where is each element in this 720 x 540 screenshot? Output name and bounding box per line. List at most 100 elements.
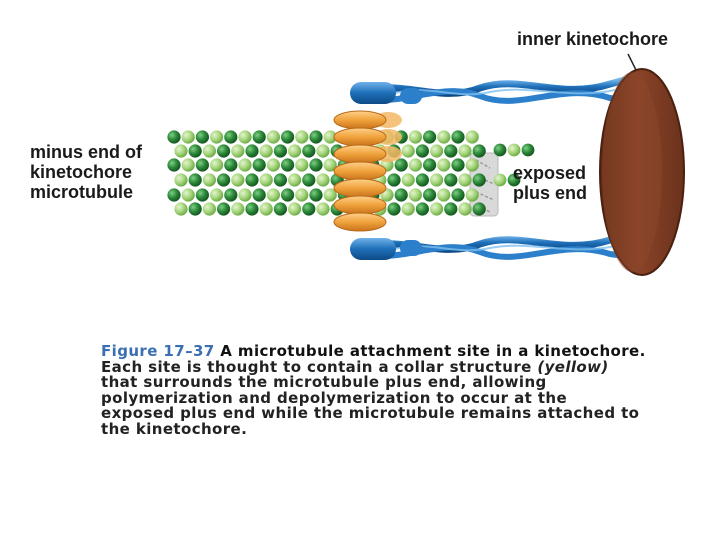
tubulin-subunit bbox=[224, 158, 238, 172]
tubulin-subunit bbox=[387, 173, 401, 187]
tubulin-subunit bbox=[309, 130, 323, 144]
tubulin-subunit bbox=[174, 202, 188, 216]
plus-end-label: exposed plus end bbox=[513, 163, 587, 203]
tubulin-subunit bbox=[423, 158, 437, 172]
tubulin-subunit bbox=[266, 188, 280, 202]
tubulin-subunit bbox=[472, 173, 486, 187]
tubulin-subunit bbox=[259, 173, 273, 187]
tubulin-subunit bbox=[281, 188, 295, 202]
tubulin-subunit bbox=[174, 144, 188, 158]
tubulin-subunit bbox=[252, 158, 266, 172]
tubulin-subunit bbox=[174, 173, 188, 187]
inner-kinetochore-label: inner kinetochore bbox=[517, 29, 669, 49]
tubulin-subunit bbox=[259, 144, 273, 158]
figure-number: Figure 17–37 bbox=[101, 342, 215, 360]
collar-structure bbox=[333, 110, 402, 232]
tubulin-subunit bbox=[181, 188, 195, 202]
tubulin-subunit bbox=[437, 130, 451, 144]
linker-anchors bbox=[350, 82, 422, 260]
minus-end-label-line-3: microtubule bbox=[30, 182, 134, 202]
tubulin-subunit bbox=[415, 144, 429, 158]
tubulin-subunit bbox=[167, 188, 181, 202]
collar-ring bbox=[333, 178, 387, 198]
tubulin-subunit bbox=[259, 202, 273, 216]
tubulin-subunit bbox=[195, 130, 209, 144]
tubulin-subunit bbox=[238, 188, 252, 202]
upper-linker-fibrils bbox=[356, 76, 629, 104]
tubulin-subunit bbox=[245, 202, 259, 216]
tubulin-subunit bbox=[245, 144, 259, 158]
tubulin-subunit bbox=[465, 188, 479, 202]
tubulin-subunit bbox=[394, 158, 408, 172]
tubulin-subunit bbox=[507, 143, 521, 157]
tubulin-subunit bbox=[288, 202, 302, 216]
tubulin-subunit bbox=[295, 158, 309, 172]
tubulin-subunit bbox=[302, 202, 316, 216]
kinetochore-diagram bbox=[167, 53, 685, 276]
lower-linker-fibrils bbox=[356, 232, 629, 260]
tubulin-subunit bbox=[202, 173, 216, 187]
tubulin-subunit bbox=[273, 202, 287, 216]
tubulin-subunit bbox=[437, 158, 451, 172]
tubulin-subunit bbox=[281, 158, 295, 172]
tubulin-subunit bbox=[231, 144, 245, 158]
collar-ring bbox=[333, 212, 387, 232]
tubulin-subunit bbox=[451, 158, 465, 172]
tubulin-subunit bbox=[472, 144, 486, 158]
tubulin-subunit bbox=[231, 173, 245, 187]
tubulin-subunit bbox=[245, 173, 259, 187]
tubulin-subunit bbox=[273, 144, 287, 158]
tubulin-subunit bbox=[238, 130, 252, 144]
tubulin-subunit bbox=[252, 188, 266, 202]
tubulin-subunit bbox=[444, 202, 458, 216]
minus-end-label: minus end of kinetochore microtubule bbox=[30, 142, 142, 202]
tubulin-subunit bbox=[458, 173, 472, 187]
tubulin-subunit bbox=[323, 158, 337, 172]
tubulin-subunit bbox=[423, 188, 437, 202]
collar-ring bbox=[333, 127, 387, 147]
tubulin-subunit bbox=[188, 144, 202, 158]
tubulin-subunit bbox=[167, 130, 181, 144]
tubulin-subunit bbox=[281, 130, 295, 144]
collar-ring bbox=[333, 144, 387, 164]
tubulin-subunit bbox=[415, 202, 429, 216]
tubulin-subunit bbox=[444, 173, 458, 187]
tubulin-subunit bbox=[309, 158, 323, 172]
tubulin-subunit bbox=[507, 173, 521, 187]
tubulin-subunit bbox=[430, 173, 444, 187]
plus-end-label-line-2: plus end bbox=[513, 183, 588, 203]
plus-end-label-line-1: exposed bbox=[513, 163, 587, 183]
tubulin-subunit bbox=[252, 130, 266, 144]
tubulin-subunit bbox=[521, 143, 535, 157]
tubulin-subunit bbox=[423, 130, 437, 144]
collar-ring bbox=[333, 161, 387, 181]
tubulin-subunit bbox=[210, 130, 224, 144]
tubulin-subunit bbox=[167, 158, 181, 172]
tubulin-subunit bbox=[444, 144, 458, 158]
tubulin-subunit bbox=[451, 188, 465, 202]
tubulin-subunit bbox=[415, 173, 429, 187]
tubulin-subunit bbox=[394, 188, 408, 202]
tubulin-subunit bbox=[266, 158, 280, 172]
inner-kinetochore-pointer bbox=[627, 53, 637, 71]
tubulin-subunit bbox=[210, 188, 224, 202]
tubulin-subunit bbox=[408, 130, 422, 144]
tubulin-subunit bbox=[217, 144, 231, 158]
tubulin-subunit bbox=[458, 202, 472, 216]
tubulin-subunit bbox=[210, 158, 224, 172]
tubulin-subunit bbox=[273, 173, 287, 187]
tubulin-subunit bbox=[472, 202, 486, 216]
tubulin-subunit bbox=[238, 158, 252, 172]
figure-caption: Figure 17–37 A microtubule attachment si… bbox=[101, 342, 646, 438]
tubulin-subunit bbox=[181, 130, 195, 144]
tubulin-subunit bbox=[401, 202, 415, 216]
tubulin-subunit bbox=[408, 158, 422, 172]
tubulin-subunit bbox=[288, 144, 302, 158]
tubulin-subunit bbox=[465, 130, 479, 144]
tubulin-subunit bbox=[195, 158, 209, 172]
tubulin-subunit bbox=[295, 130, 309, 144]
tubulin-subunit bbox=[217, 202, 231, 216]
tubulin-subunit bbox=[302, 144, 316, 158]
tubulin-subunit bbox=[458, 144, 472, 158]
